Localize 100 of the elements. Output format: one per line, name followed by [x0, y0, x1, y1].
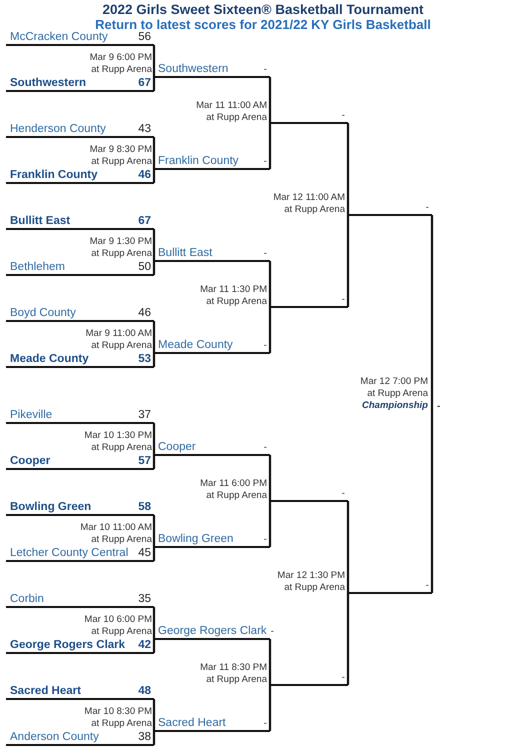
- score: 56: [138, 31, 151, 43]
- bracket-line: [152, 169, 156, 183]
- team-name: George Rogers Clark: [158, 625, 267, 637]
- game-info: at Rupp Arena: [91, 442, 152, 454]
- team-name: Anderson County: [10, 731, 99, 743]
- score: -: [264, 534, 267, 545]
- score: 50: [138, 261, 151, 273]
- team-name: Letcher County Central: [10, 547, 128, 559]
- bracket-line: [152, 607, 156, 639]
- bracket-line: [152, 137, 156, 169]
- game-info: at Rupp Arena: [91, 156, 152, 168]
- score: 58: [138, 501, 151, 513]
- game-info: Mar 12 11:00 AM: [273, 192, 345, 204]
- bracket-line: [152, 455, 156, 469]
- game-info: at Rupp Arena: [206, 674, 267, 686]
- score: -: [426, 580, 429, 591]
- bracket-line: [152, 731, 156, 745]
- bracket-line: [152, 699, 156, 731]
- score: 67: [138, 77, 151, 89]
- bracket-line: [152, 515, 156, 547]
- bracket-line: [346, 501, 350, 593]
- game-info: Mar 9 6:00 PM: [90, 52, 152, 64]
- bracket-line: [152, 261, 156, 275]
- score: 38: [138, 731, 151, 743]
- score: -: [342, 672, 345, 683]
- game-info: at Rupp Arena: [91, 340, 152, 352]
- game-info: Mar 11 6:00 PM: [200, 478, 267, 490]
- game-info: at Rupp Arena: [206, 112, 267, 124]
- bracket-line: [430, 405, 434, 593]
- team-name: Cooper: [158, 441, 196, 453]
- bracket-line: [268, 123, 272, 169]
- score: 37: [138, 409, 151, 421]
- score: -: [270, 626, 274, 637]
- game-info: at Rupp Arena: [91, 248, 152, 260]
- team-name: Franklin County: [158, 155, 239, 167]
- score: -: [264, 718, 267, 729]
- score: 46: [138, 169, 151, 181]
- score: -: [342, 488, 345, 499]
- score: -: [264, 248, 267, 259]
- game-info: Mar 10 8:30 PM: [84, 706, 152, 718]
- bracket-line: [346, 215, 350, 307]
- game-info: Mar 12 1:30 PM: [277, 570, 345, 582]
- game-info: at Rupp Arena: [91, 534, 152, 546]
- team-name: Southwestern: [10, 77, 86, 89]
- game-info: Mar 9 11:00 AM: [86, 328, 152, 340]
- bracket-line: [152, 77, 156, 91]
- bracket-line: [346, 593, 350, 685]
- game-info: Mar 11 1:30 PM: [200, 284, 267, 296]
- team-name: Henderson County: [10, 123, 106, 135]
- game-info: at Rupp Arena: [206, 296, 267, 308]
- score: -: [264, 156, 267, 167]
- team-name: Franklin County: [10, 169, 98, 181]
- team-name: Meade County: [158, 339, 233, 351]
- score: 46: [138, 307, 151, 319]
- round-name: Championship: [362, 400, 428, 412]
- team-name: Boyd County: [10, 307, 76, 319]
- bracket-line: [152, 353, 156, 367]
- score: 57: [138, 455, 151, 467]
- game-info: Mar 11 11:00 AM: [196, 100, 267, 112]
- bracket-line: [430, 215, 434, 405]
- score: 35: [138, 593, 151, 605]
- bracket-line: [152, 639, 156, 653]
- team-name: Southwestern: [158, 63, 228, 75]
- score: 42: [138, 639, 151, 651]
- score: -: [264, 442, 267, 453]
- team-name: Bullitt East: [158, 247, 212, 259]
- team-name: Meade County: [10, 353, 89, 365]
- title: 2022 Girls Sweet Sixteen® Basketball Tournament: [101, 2, 425, 17]
- team-name: Cooper: [10, 455, 50, 467]
- score: -: [426, 202, 429, 213]
- score: -: [342, 110, 345, 121]
- game-info: at Rupp Arena: [91, 626, 152, 638]
- bracket-line: [152, 423, 156, 455]
- team-name: Bullitt East: [10, 215, 70, 227]
- team-name: Bethlehem: [10, 261, 65, 273]
- game-info: at Rupp Arena: [284, 582, 345, 594]
- game-info: Mar 9 8:30 PM: [90, 144, 152, 156]
- team-name: Bowling Green: [158, 533, 234, 545]
- bracket-line: [268, 685, 272, 731]
- score: 45: [138, 547, 151, 559]
- team-name: Pikeville: [10, 409, 52, 421]
- game-info: Mar 10 6:00 PM: [84, 614, 152, 626]
- game-info: Mar 12 7:00 PM: [360, 376, 428, 388]
- score: -: [342, 294, 345, 305]
- team-name: George Rogers Clark: [10, 639, 126, 651]
- bracket-line: [152, 547, 156, 561]
- game-info: at Rupp Arena: [284, 204, 345, 216]
- game-info: at Rupp Arena: [367, 388, 428, 400]
- bracket-line: [346, 123, 350, 215]
- game-info: at Rupp Arena: [206, 490, 267, 502]
- bracket-line: [268, 455, 272, 501]
- scores-link: Return to latest scores for 2021/22 KY Girls Basketball: [95, 17, 431, 32]
- bracket-line: [268, 77, 272, 123]
- score: 67: [138, 215, 151, 227]
- team-name: Bowling Green: [10, 501, 92, 513]
- bracket-line: [268, 261, 272, 307]
- team-name: McCracken County: [10, 31, 108, 43]
- game-info: Mar 10 11:00 AM: [80, 522, 152, 534]
- bracket-line: [268, 307, 272, 353]
- team-name: Sacred Heart: [10, 685, 81, 697]
